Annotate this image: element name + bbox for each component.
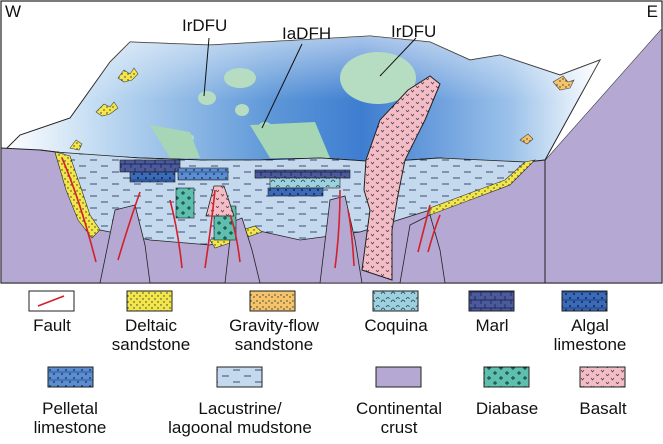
legend-crust: Continental crust [355,399,442,437]
legend-algal: Algal limestone [553,316,627,354]
delta-cluster [69,139,83,151]
swatch-algal [561,290,608,312]
crust-horst [99,204,151,284]
marl-layer [254,169,351,179]
deltaic-margin-left [54,151,101,239]
swatch-fault [28,290,75,312]
swatch-deltaic [126,290,173,312]
swatch-diabase [483,366,530,388]
fan-body [198,91,216,105]
fan-body [340,52,416,104]
callout-irdfu-right: IrDFU [391,22,437,41]
diabase-body [175,187,195,219]
swatch-basalt [579,366,626,388]
delta-cluster [95,101,119,117]
legend-deltaic: Deltaic sandstone [111,316,191,354]
legend-gravity: Gravity-flow sandstone [229,316,319,354]
legend-mudstone: Lacustrine/ lagoonal mudstone [168,399,312,437]
fan-body [150,125,200,158]
lake-surface-highlight [5,36,600,165]
west-label: W [5,2,22,21]
legend-basalt: Basalt [579,399,627,418]
algal-layer [129,171,176,183]
delta-cluster [117,67,139,83]
legend-coquina: Coquina [364,316,428,335]
swatch-crust [375,366,422,388]
delta-cluster [552,75,575,91]
algal-layer [267,187,324,197]
fan-body [250,122,330,158]
swatch-coquina [372,290,419,312]
legend-marl: Marl [475,316,509,335]
legend-fault: Fault [33,316,71,335]
fan-body [235,104,249,116]
legend-pelletal: Pelletal limestone [33,399,107,437]
marl-layer [119,159,181,173]
east-label: E [646,2,658,21]
callout-iadfh: IaDFH [282,24,332,43]
swatch-mudstone [216,366,263,388]
legend-diabase: Diabase [475,399,539,418]
callout-leaders [203,37,417,129]
pelletal-layer [177,167,229,181]
swatch-gravity [249,290,296,312]
fan-body [224,68,256,88]
delta-cluster [519,133,534,145]
basalt-pipe [361,75,441,281]
block-top-surface [545,20,662,160]
swatch-marl [468,290,515,312]
legend-swatches-row1 [28,290,608,312]
callout-irdfu-left: IrDFU [182,16,228,35]
swatch-pelletal [47,366,94,388]
coquina-layer [269,177,341,189]
legend-swatches-row2 [47,366,626,388]
fault-lines [61,157,441,269]
